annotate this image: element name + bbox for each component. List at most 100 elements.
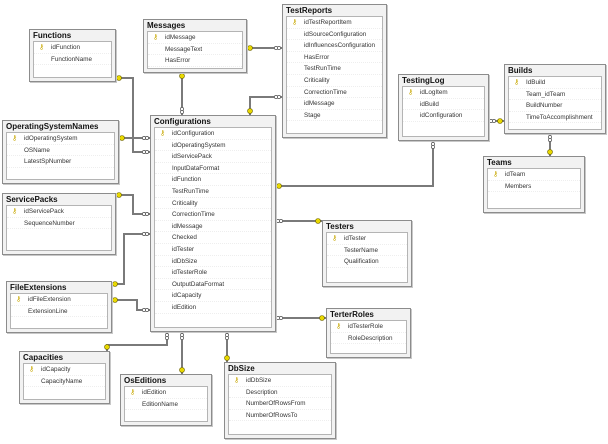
column-row[interactable]: ⚷IdBuild — [509, 77, 601, 89]
column-row[interactable]: Qualification — [327, 256, 407, 268]
relationship-line[interactable] — [111, 233, 150, 285]
table-title[interactable]: Teams — [487, 158, 512, 167]
column-row[interactable]: Team_idTeam — [509, 89, 601, 101]
column-row[interactable]: OutputDataFormat — [155, 279, 271, 291]
column-row[interactable]: Description — [229, 387, 331, 399]
column-row[interactable]: idMessage — [155, 221, 271, 233]
column-row[interactable]: idInfluencesConfiguration — [287, 40, 382, 52]
column-row[interactable]: TestRunTime — [287, 63, 382, 75]
column-row[interactable]: idTesterRole — [155, 267, 271, 279]
column-row[interactable]: idDbSize — [155, 256, 271, 268]
column-row[interactable]: HasError — [287, 52, 382, 64]
relationship-line[interactable] — [249, 96, 282, 115]
column-row[interactable]: idTester — [155, 244, 271, 256]
column-row[interactable]: CorrectionTime — [287, 87, 382, 99]
column-row[interactable]: BuildNumber — [509, 100, 601, 112]
column-row[interactable]: idServicePack — [155, 151, 271, 163]
table-title[interactable]: Builds — [508, 66, 533, 75]
column-row[interactable]: idOperatingSystem — [155, 140, 271, 152]
relationship-line[interactable] — [115, 194, 150, 215]
column-name: idEdition — [142, 389, 167, 396]
column-row[interactable]: ⚷idEdition — [125, 387, 207, 399]
table-title[interactable]: TestReports — [286, 6, 333, 15]
column-row[interactable]: idConfiguration — [403, 110, 484, 122]
table-title[interactable]: Testers — [326, 222, 354, 231]
column-row[interactable]: ⚷idMessage — [148, 32, 242, 44]
column-row[interactable]: Stage — [287, 110, 382, 122]
column-row[interactable]: TimeToAccomplishment — [509, 112, 601, 124]
column-row[interactable]: ⚷idOperatingSystem — [7, 133, 114, 145]
column-row[interactable]: ⚷idTesterRole — [331, 321, 406, 333]
table-title[interactable]: Functions — [33, 31, 72, 40]
column-row[interactable]: ⚷idFunction — [34, 42, 111, 54]
relationship-line[interactable] — [115, 77, 150, 153]
column-row[interactable]: Criticality — [287, 75, 382, 87]
table-title[interactable]: Configurations — [154, 117, 211, 126]
column-row[interactable]: LatestSpNumber — [7, 156, 114, 168]
relationship-line[interactable] — [106, 332, 168, 351]
column-row[interactable]: EditionName — [125, 399, 207, 411]
column-row[interactable]: ⚷idFileExtension — [11, 294, 107, 306]
column-row[interactable]: idEdition — [155, 302, 271, 314]
column-row[interactable]: Criticality — [155, 198, 271, 210]
column-row[interactable]: idCapacity — [155, 290, 271, 302]
column-row[interactable]: ⚷idConfiguration — [155, 128, 271, 140]
column-row[interactable]: SequenceNumber — [7, 218, 111, 230]
column-row[interactable]: InputDataFormat — [155, 163, 271, 175]
column-row[interactable]: Members — [488, 181, 580, 193]
column-row[interactable]: TesterName — [327, 245, 407, 257]
column-name: EditionName — [142, 400, 179, 408]
table-title[interactable]: OsEditions — [124, 376, 167, 385]
table-title[interactable]: Capacities — [23, 353, 64, 362]
column-name: Stage — [304, 111, 321, 119]
column-row[interactable]: ⚷idTestReportItem — [287, 17, 382, 29]
table-title[interactable]: DbSize — [228, 364, 255, 373]
column-row[interactable]: CapacityName — [24, 376, 105, 388]
column-row[interactable]: ⚷idDbSize — [229, 375, 331, 387]
relationship-line[interactable] — [275, 141, 434, 187]
column-row[interactable]: ⚷idTester — [327, 233, 407, 245]
table-title[interactable]: TerterRoles — [330, 310, 374, 319]
column-row[interactable]: ExtensionLine — [11, 306, 107, 318]
column-row[interactable]: TestRunTime — [155, 186, 271, 198]
table-title[interactable]: OperatingSystemNames — [6, 122, 99, 131]
column-row[interactable]: ⚷idCapacity — [24, 364, 105, 376]
column-row[interactable]: idBuild — [403, 99, 484, 111]
column-row[interactable]: HasError — [148, 55, 242, 67]
column-row[interactable]: RoleDescription — [331, 333, 406, 345]
column-row[interactable]: FunctionName — [34, 54, 111, 66]
column-row[interactable]: idSourceConfiguration — [287, 29, 382, 41]
table-title[interactable]: Messages — [147, 21, 186, 30]
column-row[interactable]: ⚷idTeam — [488, 169, 580, 181]
column-row[interactable]: MessageText — [148, 44, 242, 56]
table-title[interactable]: FileExtensions — [10, 283, 67, 292]
column-row[interactable]: idFunction — [155, 174, 271, 186]
column-row[interactable]: NumberOfRowsFrom — [229, 398, 331, 410]
column-row[interactable]: OSName — [7, 145, 114, 157]
table-title[interactable]: TestingLog — [402, 76, 445, 85]
column-row[interactable]: idMessage — [287, 98, 382, 110]
column-row[interactable]: ⚷idServicePack — [7, 206, 111, 218]
column-row[interactable]: CorrectionTime — [155, 209, 271, 221]
table-title[interactable]: ServicePacks — [6, 195, 58, 204]
column-row[interactable]: Checked — [155, 232, 271, 244]
primary-key-icon: ⚷ — [39, 44, 45, 51]
column-row[interactable]: NumberOfRowsTo — [229, 410, 331, 422]
column-row[interactable]: ⚷idLogItem — [403, 87, 484, 99]
